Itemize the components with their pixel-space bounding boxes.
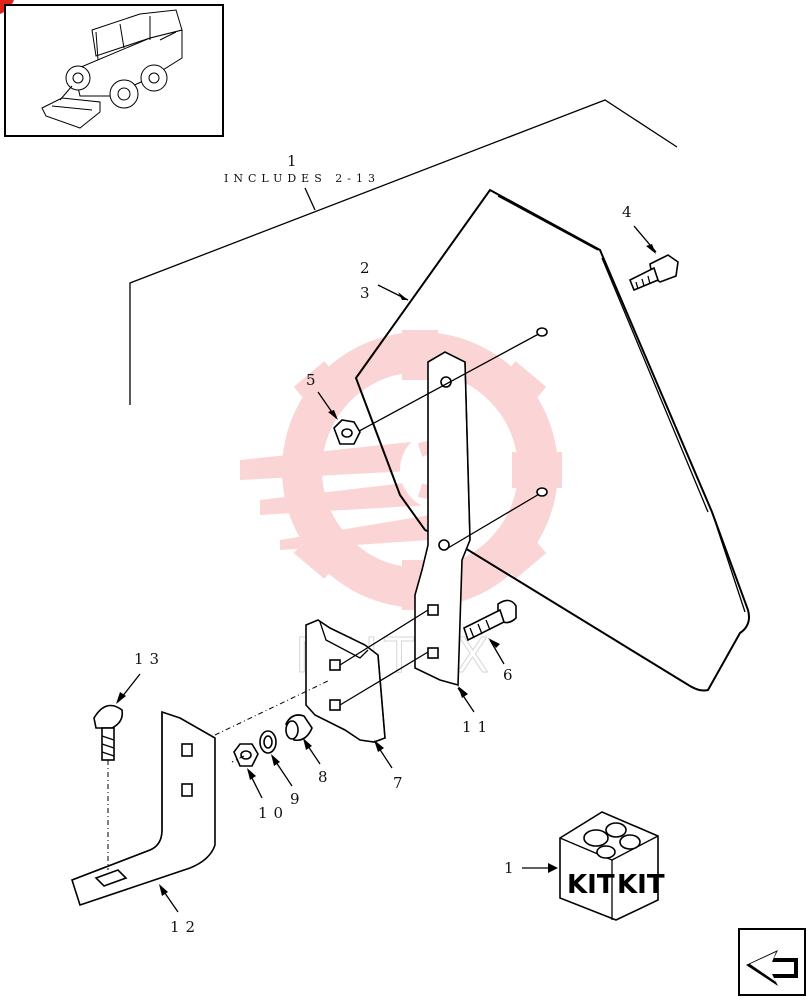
callout-12[interactable]: 12 — [170, 918, 201, 936]
previous-page-arrow-icon[interactable] — [738, 928, 806, 996]
kit-label-left: KIT — [567, 870, 615, 900]
hex-nut[interactable] — [233, 743, 259, 767]
mounting-bracket[interactable] — [414, 351, 471, 687]
callout-11[interactable]: 11 — [462, 718, 493, 736]
callout-4[interactable]: 4 — [622, 203, 638, 221]
callout-8[interactable]: 8 — [318, 768, 334, 786]
callout-1[interactable]: 1 — [287, 152, 303, 170]
callout-3[interactable]: 3 — [360, 284, 376, 302]
kit-box-icon[interactable] — [559, 811, 659, 921]
callout-7[interactable]: 7 — [393, 774, 409, 792]
lock-washer[interactable] — [259, 730, 277, 754]
hex-bolt[interactable] — [628, 254, 679, 292]
cover-plate[interactable] — [354, 188, 750, 692]
watermark-gear-logo — [240, 330, 562, 610]
callout-2[interactable]: 2 — [360, 259, 376, 277]
skid-steer-loader-icon — [41, 9, 183, 129]
includes-note: INCLUDES 2-13 — [224, 172, 380, 185]
carriage-bolt-13[interactable] — [93, 704, 124, 761]
carriage-bolt[interactable] — [463, 599, 517, 642]
callout-9[interactable]: 9 — [290, 790, 306, 808]
angle-bracket[interactable] — [71, 710, 216, 907]
callout-6[interactable]: 6 — [503, 666, 519, 684]
kit-label-right: KIT — [617, 870, 665, 900]
flange-nut[interactable] — [333, 419, 361, 445]
assembly-leader — [129, 99, 678, 405]
callout-10[interactable]: 10 — [258, 804, 289, 822]
slide-bracket[interactable] — [305, 619, 386, 743]
spacer-bushing[interactable] — [285, 714, 313, 742]
callout-13[interactable]: 13 — [134, 650, 165, 668]
callout-kit[interactable]: 1 — [504, 859, 520, 877]
callout-5[interactable]: 5 — [306, 371, 322, 389]
thumbnail-frame[interactable] — [4, 4, 224, 137]
